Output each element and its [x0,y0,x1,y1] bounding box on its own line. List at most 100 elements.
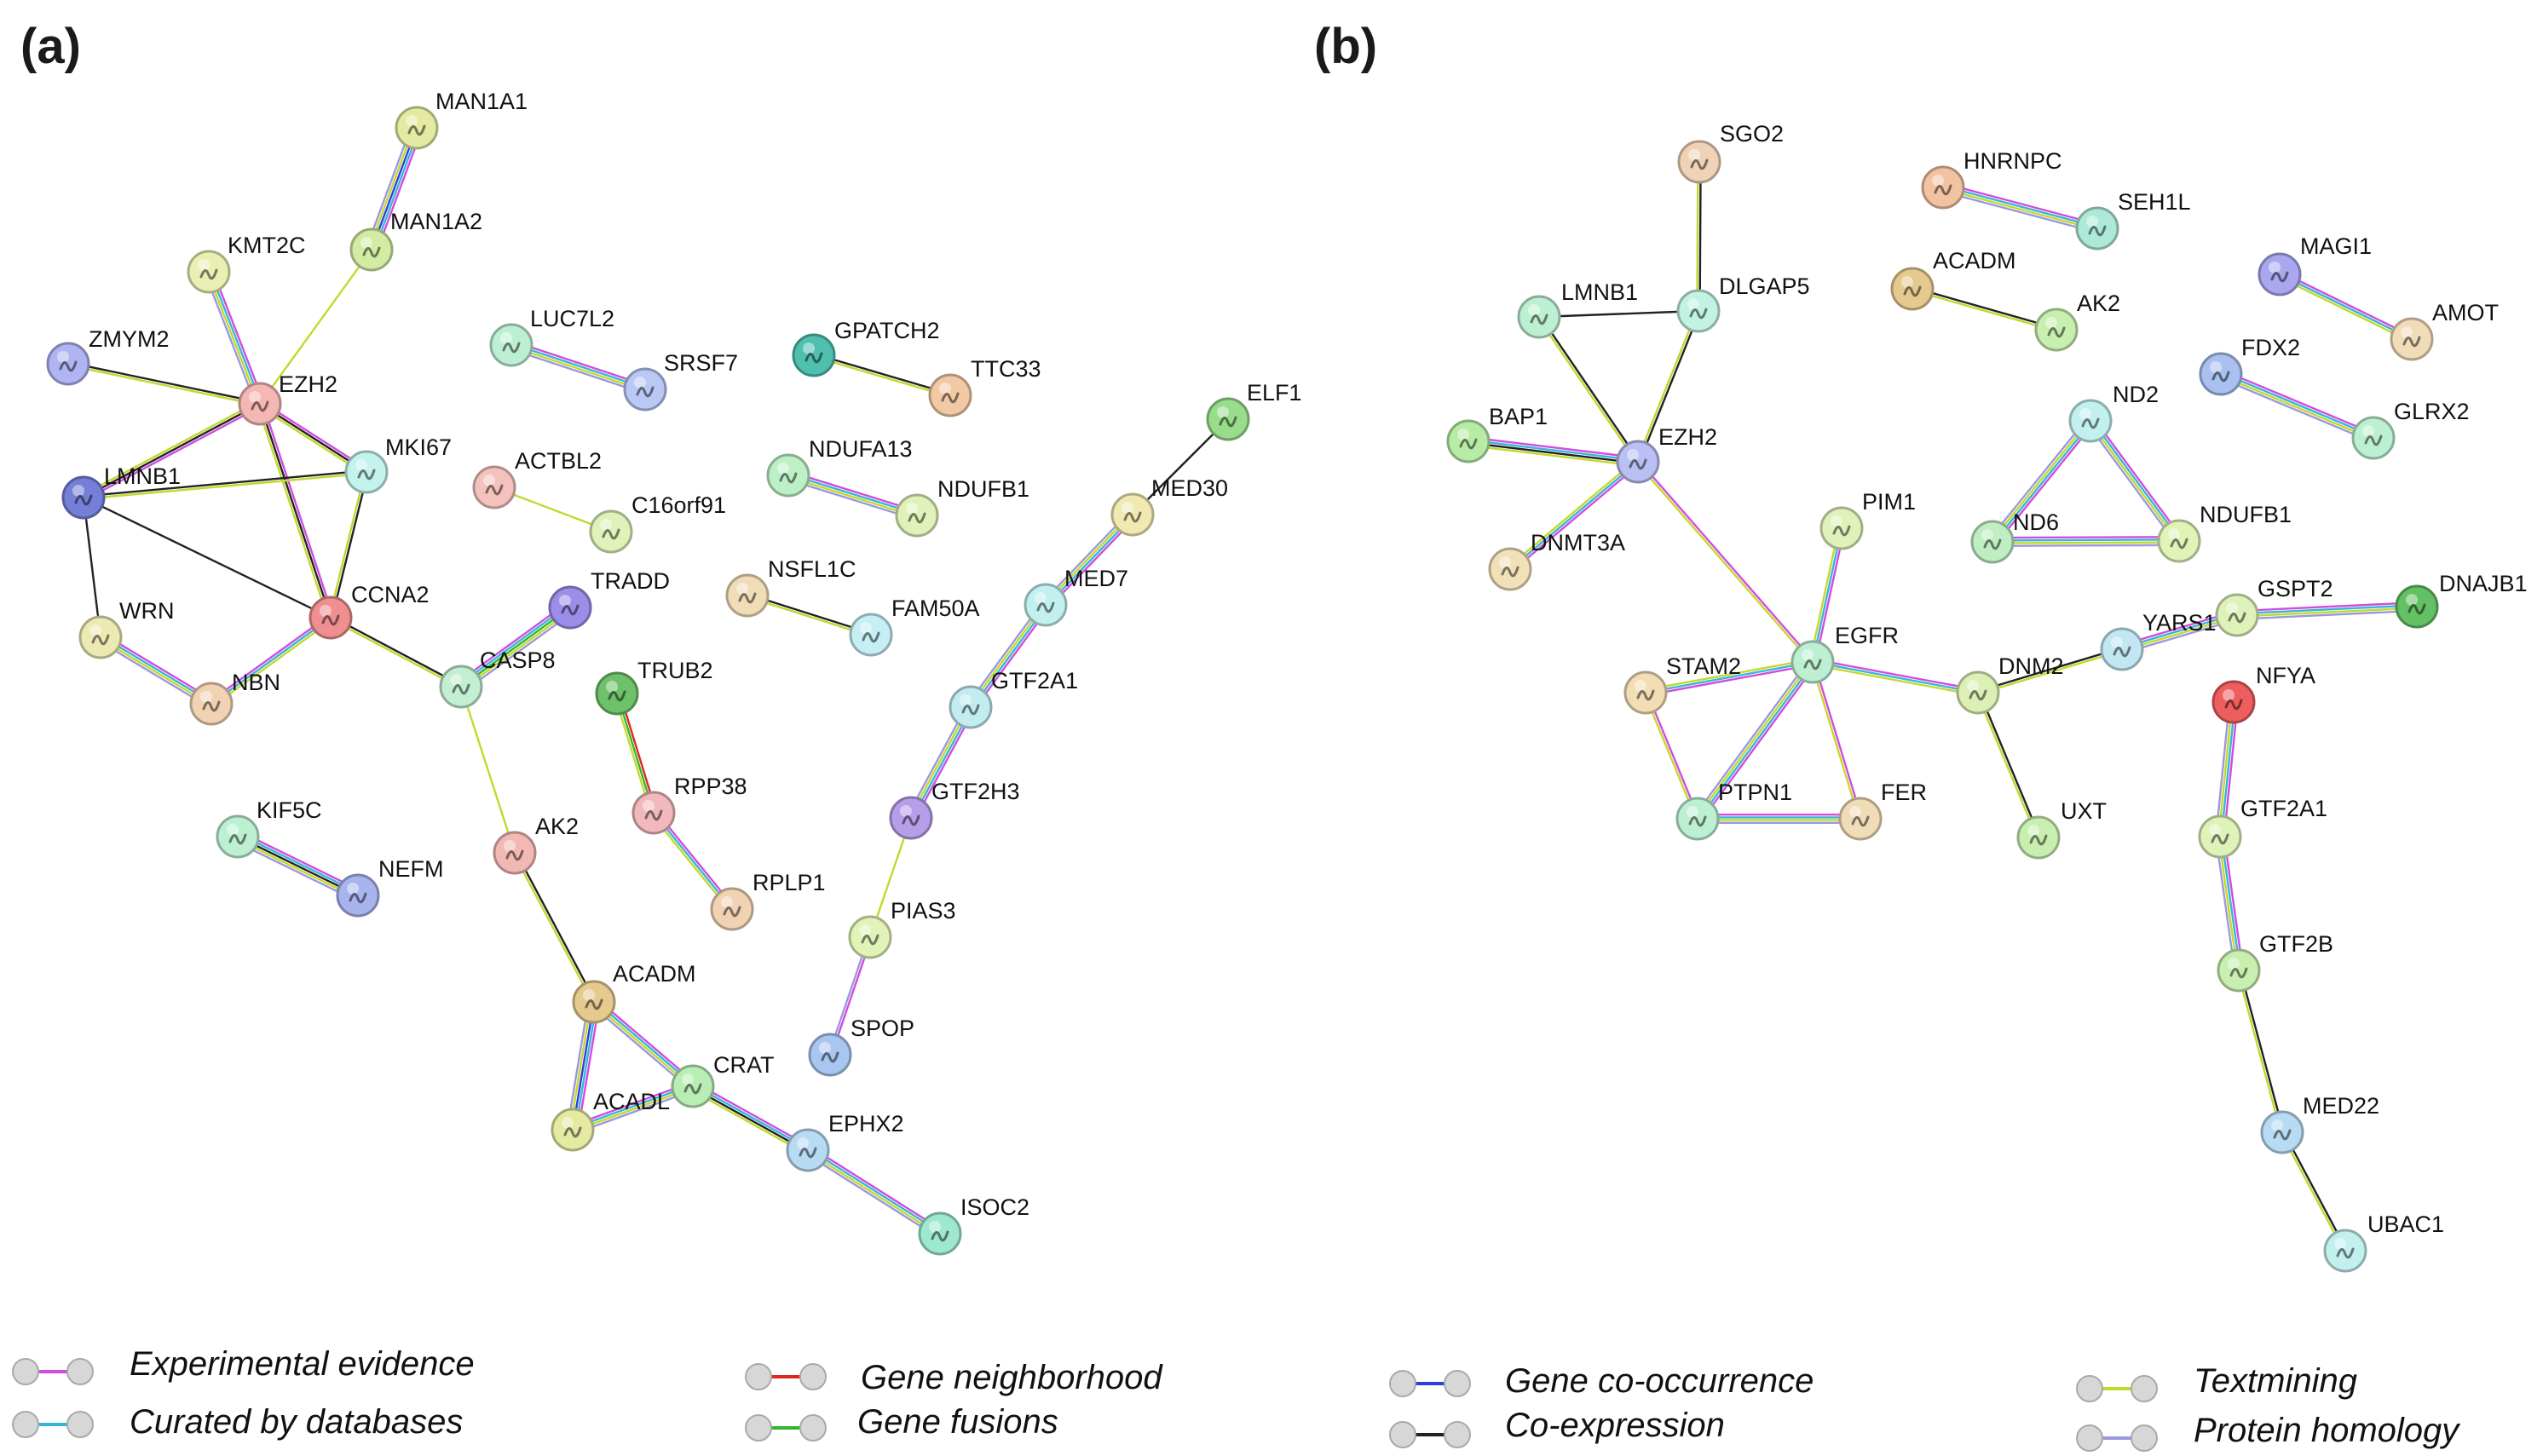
protein-node-circle[interactable] [2323,1229,2367,1273]
edge-ezh2-dnmt3a[interactable] [1508,458,1641,573]
node-crat[interactable]: CRAT [671,1052,775,1108]
protein-node-circle[interactable] [808,1033,852,1077]
edge-gpatch2-ttc33[interactable] [813,353,951,398]
protein-node-circle[interactable] [2351,416,2396,460]
protein-node-circle[interactable] [1790,640,1835,684]
edge-dlgap5-ezh2[interactable] [1635,309,1701,463]
protein-node-circle[interactable] [2157,519,2201,563]
node-dnajb1[interactable]: DNAJB1 [2395,571,2528,629]
edge-egfr-stam2[interactable] [1645,658,1814,697]
edge-ccna2-casp8[interactable] [329,615,463,689]
node-kmt2c[interactable]: KMT2C [187,233,306,294]
node-uxt[interactable]: UXT [2016,798,2107,860]
node-seh1l[interactable]: SEH1L [2075,189,2191,250]
node-hnrnpc[interactable]: HNRNPC [1921,148,2062,210]
protein-node-circle[interactable] [309,596,353,640]
edge-nbn-ccna2[interactable] [209,614,333,707]
node-gtf2a1[interactable]: GTF2A1 [949,668,1078,729]
edge-kmt2c-ezh2[interactable] [204,269,265,406]
edge-ephx2-isoc2[interactable] [804,1145,943,1239]
protein-node-circle[interactable] [439,665,483,709]
node-ezh2[interactable]: EZH2 [238,371,337,426]
edge-hnrnpc-seh1l[interactable] [1941,182,2099,233]
node-gtf2h3[interactable]: GTF2H3 [889,779,1020,840]
node-dnmt3a[interactable]: DNMT3A [1488,530,1625,591]
node-med30[interactable]: MED30 [1110,475,1228,537]
protein-node-circle[interactable] [1970,520,2015,564]
protein-node-circle[interactable] [548,585,592,630]
node-acadm[interactable]: ACADM [1890,248,2016,311]
node-casp8[interactable]: CASP8 [439,647,556,709]
protein-node-circle[interactable] [551,1108,595,1152]
protein-node-circle[interactable] [1675,797,1720,841]
node-ubac1[interactable]: UBAC1 [2323,1211,2444,1273]
edge-fdx2-glrx2[interactable] [2218,369,2376,443]
edge-crat-ephx2[interactable] [690,1081,810,1155]
protein-node-circle[interactable] [631,791,676,835]
protein-node-circle[interactable] [2199,352,2243,396]
edge-nd2-nd6[interactable] [1988,417,2095,545]
edge-kif5c-nefm[interactable] [234,831,361,901]
edge-casp8-tradd[interactable] [457,601,574,693]
node-tradd[interactable]: TRADD [548,568,670,630]
edge-ak2-acadm[interactable] [512,851,597,1004]
protein-node-circle[interactable] [792,333,836,377]
node-ezh2[interactable]: EZH2 [1616,424,1717,484]
protein-node-circle[interactable] [187,250,231,294]
protein-node-circle[interactable] [848,915,892,959]
protein-node-circle[interactable] [1024,583,1068,627]
node-amot[interactable]: AMOT [2390,300,2499,361]
node-lmnb1[interactable]: LMNB1 [1517,279,1638,339]
protein-node-circle[interactable] [1446,419,1491,463]
node-dnm2[interactable]: DNM2 [1956,653,2064,715]
protein-node-circle[interactable] [238,382,282,426]
node-isoc2[interactable]: ISOC2 [918,1194,1029,1256]
protein-node-circle[interactable] [766,453,810,498]
protein-node-circle[interactable] [595,671,639,716]
protein-node-circle[interactable] [928,373,972,417]
edge-gtf2b-med22[interactable] [2236,970,2285,1133]
node-actbl2[interactable]: ACTBL2 [472,448,602,509]
protein-node-circle[interactable] [2390,317,2434,361]
node-zmym2[interactable]: ZMYM2 [46,326,170,386]
node-nsfl1c[interactable]: NSFL1C [725,556,856,618]
edge-ezh2-egfr[interactable] [1635,460,1815,664]
edge-gtf2a1-gtf2b[interactable] [2215,836,2244,971]
protein-node-circle[interactable] [46,342,90,386]
node-pim1[interactable]: PIM1 [1819,489,1916,550]
node-egfr[interactable]: EGFR [1790,623,1899,684]
protein-node-circle[interactable] [1890,267,1935,311]
node-rpp38[interactable]: RPP38 [631,774,747,835]
edge-med22-ubac1[interactable] [2280,1131,2348,1252]
protein-node-circle[interactable] [349,227,394,272]
edge-dnm2-uxt[interactable] [1975,691,2041,839]
protein-node-circle[interactable] [2068,399,2113,443]
protein-node-circle[interactable] [1488,547,1532,591]
protein-node-circle[interactable] [1110,492,1155,537]
node-srsf7[interactable]: SRSF7 [623,350,738,411]
protein-node-circle[interactable] [725,573,770,618]
protein-node-circle[interactable] [2215,593,2259,637]
protein-node-circle[interactable] [2016,815,2061,860]
edge-pim1-egfr[interactable] [1808,527,1846,663]
node-trub2[interactable]: TRUB2 [595,658,713,716]
edge-lmnb1-ezh2[interactable] [1537,315,1641,463]
node-ttc33[interactable]: TTC33 [928,356,1041,417]
protein-node-circle[interactable] [1838,797,1883,841]
protein-node-circle[interactable] [710,887,754,931]
protein-node-circle[interactable] [572,980,616,1024]
protein-node-circle[interactable] [2198,814,2242,859]
protein-node-circle[interactable] [2211,680,2256,724]
protein-node-circle[interactable] [671,1064,715,1108]
protein-node-circle[interactable] [472,465,516,509]
edge-lmnb1-wrn[interactable] [82,497,102,638]
edge-magi1-amot[interactable] [2278,271,2413,342]
edge-casp8-ak2[interactable] [459,686,516,854]
protein-node-circle[interactable] [489,323,533,367]
node-gtf2a1[interactable]: GTF2A1 [2198,796,2327,859]
protein-node-circle[interactable] [1677,140,1721,184]
edge-acadm-ak2[interactable] [1912,286,2057,332]
node-ak2[interactable]: AK2 [493,814,579,875]
node-man1a2[interactable]: MAN1A2 [349,209,482,272]
protein-node-circle[interactable] [2260,1110,2304,1154]
